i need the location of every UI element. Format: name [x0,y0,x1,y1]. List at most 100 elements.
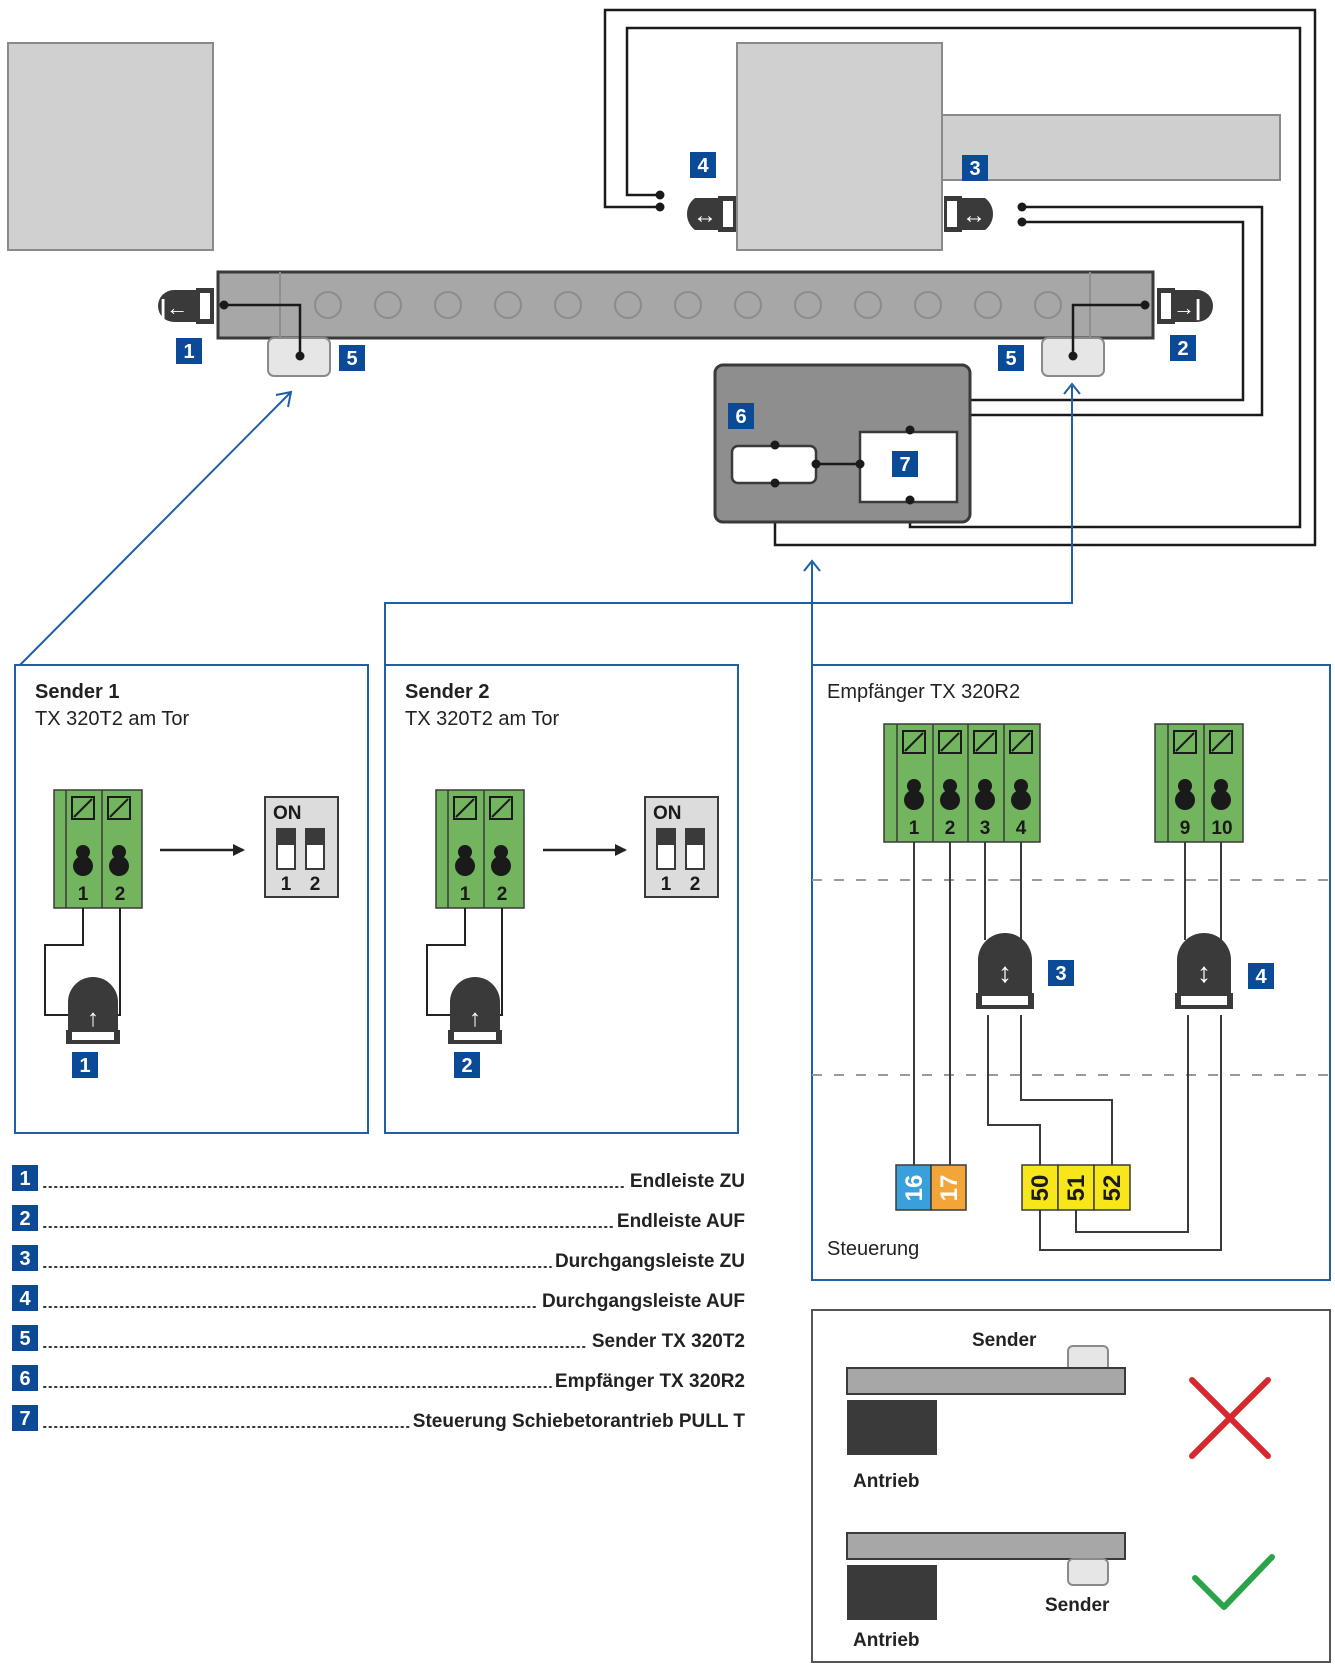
gate-hole [314,291,342,319]
receiver-terminal-block-9-10: 9 10 [1154,723,1244,843]
arrow-both-icon: ↔ [693,202,717,229]
arrow-up-icon: ↑ [469,1005,481,1032]
gate-leaf [216,270,1155,340]
legend-text: Sender TX 320T2 [592,1331,745,1352]
end-strip-1: |← [158,288,214,324]
svg-text:17: 17 [936,1175,963,1202]
gate-hole [854,291,882,319]
strip-sensor-4: ↕ [1175,933,1233,1009]
badge-sender-2: 2 [454,1052,480,1078]
placement-wrong-drive: Antrieb [853,1471,920,1492]
callout-lines [19,382,1081,666]
gate-hole [494,291,522,319]
panel-sender-1: Sender 1 TX 320T2 am Tor 1 2 ON 1 2 [14,664,369,1134]
svg-text:1: 1 [460,884,471,905]
badge-5-right: 5 [998,345,1024,371]
svg-text:4: 4 [1016,818,1027,839]
arrow-both-icon: ↔ [962,202,986,229]
arrow-right-end-icon: →| [1173,295,1201,320]
legend-row: 3 Durchgangsleiste ZU [12,1245,745,1272]
badge-5-left: 5 [339,345,365,371]
badge-6: 6 [728,403,754,429]
terminal-block-sender-1: 1 2 [53,789,143,909]
strip-sensor-sender-1: ↑ [66,977,120,1044]
svg-text:2: 2 [497,884,508,905]
svg-text:ON: ON [273,803,302,824]
placement-box: Sender Antrieb Sender Antrieb [811,1309,1331,1663]
arrow-up-icon: ↑ [87,1005,99,1032]
legend-badge [12,1325,38,1351]
svg-text:52: 52 [1099,1175,1126,1202]
svg-text:16: 16 [901,1175,928,1202]
gate-rail [941,114,1281,181]
legend-text: Empfänger TX 320R2 [555,1371,745,1392]
legend-number: 2 [19,1208,30,1230]
panel-receiver-footer: Steuerung [827,1238,919,1260]
drive-housing [736,42,943,251]
svg-text:4: 4 [1255,966,1267,988]
svg-text:2: 2 [1177,338,1188,360]
svg-text:1: 1 [183,341,194,363]
gate-hole [374,291,402,319]
panel-receiver-title: Empfänger TX 320R2 [827,681,1020,703]
legend-badge [12,1365,38,1391]
control-terminals: 16 17 50 51 52 [895,1164,1131,1211]
panel-sender-2-subtitle: TX 320T2 am Tor [405,708,559,730]
svg-text:10: 10 [1211,818,1232,839]
svg-text:2: 2 [690,874,701,895]
svg-text:5: 5 [346,348,357,370]
legend-badge [12,1165,38,1191]
badge-2: 2 [1170,335,1196,361]
gate-hole [794,291,822,319]
gate-hole [914,291,942,319]
svg-text:3: 3 [980,818,991,839]
arrow-updown-icon: ↕ [1197,957,1211,988]
panel-sender-2: Sender 2 TX 320T2 am Tor 1 2 ON 1 2 [384,664,739,1134]
arrow-left-end-icon: |← [160,295,188,320]
badge-7: 7 [892,451,918,477]
legend-text: Durchgangsleiste ZU [555,1251,745,1272]
svg-text:6: 6 [735,406,746,428]
terminal-block-sender-2: 1 2 [435,789,525,909]
legend-badge [12,1285,38,1311]
svg-text:ON: ON [653,803,682,824]
strip-sensor-3: ↕ [976,933,1034,1009]
passage-strip-3: ↔ [944,196,993,232]
strip-sensor-sender-2: ↑ [448,977,502,1044]
gate-hole [734,291,762,319]
badge-3: 3 [962,155,988,181]
legend-badge [12,1205,38,1231]
badge-receiver-3: 3 [1048,960,1074,986]
badge-4: 4 [690,152,716,178]
svg-text:4: 4 [697,155,709,177]
wall-left [7,42,214,251]
check-icon [1192,1554,1275,1610]
gate-hole [974,291,1002,319]
passage-strip-4: ↔ [687,196,736,232]
badge-1: 1 [176,338,202,364]
end-strip-2: →| [1157,288,1213,324]
badge-receiver-4: 4 [1248,963,1274,989]
svg-text:1: 1 [909,818,920,839]
panel-sender-2-title: Sender 2 [405,681,489,703]
svg-text:1: 1 [281,874,292,895]
legend-number: 5 [19,1328,30,1350]
gate-hole [614,291,642,319]
svg-text:2: 2 [310,874,321,895]
svg-text:2: 2 [115,884,126,905]
svg-text:2: 2 [461,1055,472,1077]
svg-text:7: 7 [899,454,910,476]
gate-hole [1034,291,1062,319]
panel-sender-1-subtitle: TX 320T2 am Tor [35,708,189,730]
receiver-terminal-block-1-4: 1 2 3 4 [883,723,1041,843]
legend-badge [12,1405,38,1431]
legend-number: 3 [19,1248,30,1270]
svg-text:1: 1 [661,874,672,895]
gate-hole [554,291,582,319]
cross-icon [1189,1377,1271,1459]
